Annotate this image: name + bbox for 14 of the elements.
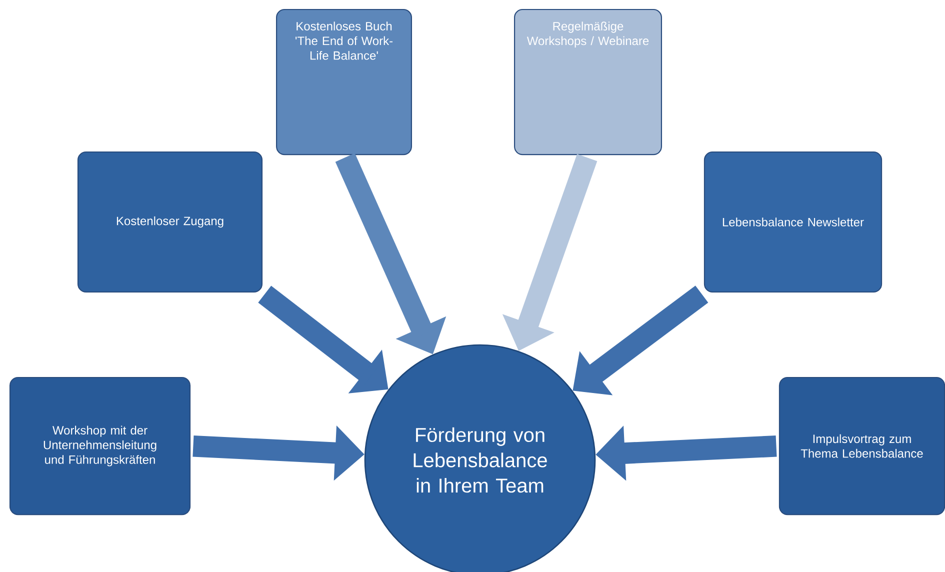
box-text: Lebensbalance Newsletter (722, 218, 864, 226)
circle-node (364, 344, 596, 572)
box-text: Workshop mit der Unternehmensleitung und Führungskräften (44, 426, 156, 466)
process-box (77, 151, 263, 293)
circle-text: Förderung von Lebensbalance in Ihrem Team (414, 427, 547, 493)
process-box (704, 151, 882, 293)
box-text: Kostenloses Buch 'The End of Work-Life Balance' (296, 22, 393, 60)
box-text: Kostenloser Zugang (116, 216, 224, 228)
box-text: Impulsvortrag zum Thema Lebensbalance (800, 434, 923, 458)
process-box (778, 376, 945, 516)
process-box (9, 376, 191, 516)
box-text: Regelmäßige Workshops / Webinare (526, 22, 649, 48)
process-box (276, 8, 412, 156)
process-box (514, 8, 662, 156)
